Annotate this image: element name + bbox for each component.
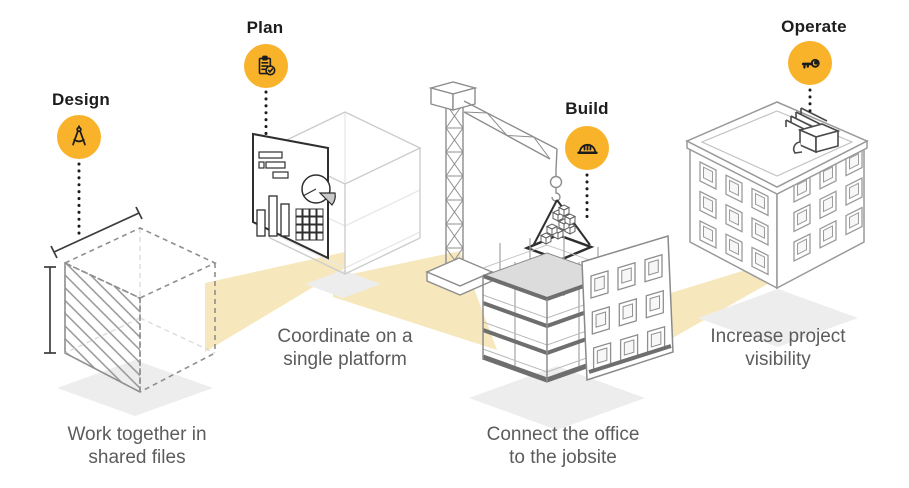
table-grid	[295, 208, 324, 241]
caption-operate: Increase project visibility	[710, 326, 846, 370]
caption-plan: Coordinate on a single platform	[277, 326, 413, 370]
dashboard-content	[256, 151, 336, 241]
rooftop-hvac-unit	[785, 107, 841, 154]
facade-windows	[590, 253, 666, 371]
ground-shadow-operate	[698, 289, 858, 347]
stage-badge-design	[57, 115, 101, 159]
light-beam-design-to-plan	[205, 252, 345, 352]
stage-label-plan: Plan	[246, 18, 284, 37]
caption-build: Connect the office to the jobsite	[486, 424, 640, 468]
stage-badge-plan	[244, 44, 288, 88]
facade-base	[588, 344, 672, 374]
design-cube-illustration	[44, 206, 217, 394]
dimension-lines	[44, 206, 143, 354]
operate-building-illustration	[685, 101, 869, 290]
crane-jib	[463, 100, 558, 171]
brick-stack	[539, 204, 577, 245]
plan-dashboard-illustration	[252, 111, 422, 275]
crane-tower	[445, 103, 464, 280]
left-wall-windows	[699, 160, 769, 276]
bar-chart	[256, 195, 290, 237]
ground-shadow-build	[469, 366, 645, 430]
stage-label-operate: Operate	[781, 17, 847, 36]
drafting-compass-icon	[72, 125, 86, 146]
light-beam-build-to-operate	[648, 260, 778, 352]
pie-wedge	[318, 192, 336, 206]
stage-label-build: Build	[565, 99, 609, 118]
crane-illustration	[425, 81, 595, 296]
ground-shadow-plan	[305, 270, 381, 298]
hard-hat-icon	[576, 143, 598, 154]
caption-design: Work together in shared files	[67, 424, 207, 468]
construction-building-illustration	[481, 235, 674, 383]
stage-label-design: Design	[52, 90, 110, 109]
stage-badge-operate	[788, 41, 832, 85]
crane-hook	[549, 170, 563, 202]
dotted-connectors	[77, 88, 812, 240]
stage-badge-build	[565, 126, 609, 170]
key-icon	[801, 58, 820, 69]
clipboard-checklist-icon	[258, 55, 276, 76]
crane-counterweight	[428, 81, 478, 111]
